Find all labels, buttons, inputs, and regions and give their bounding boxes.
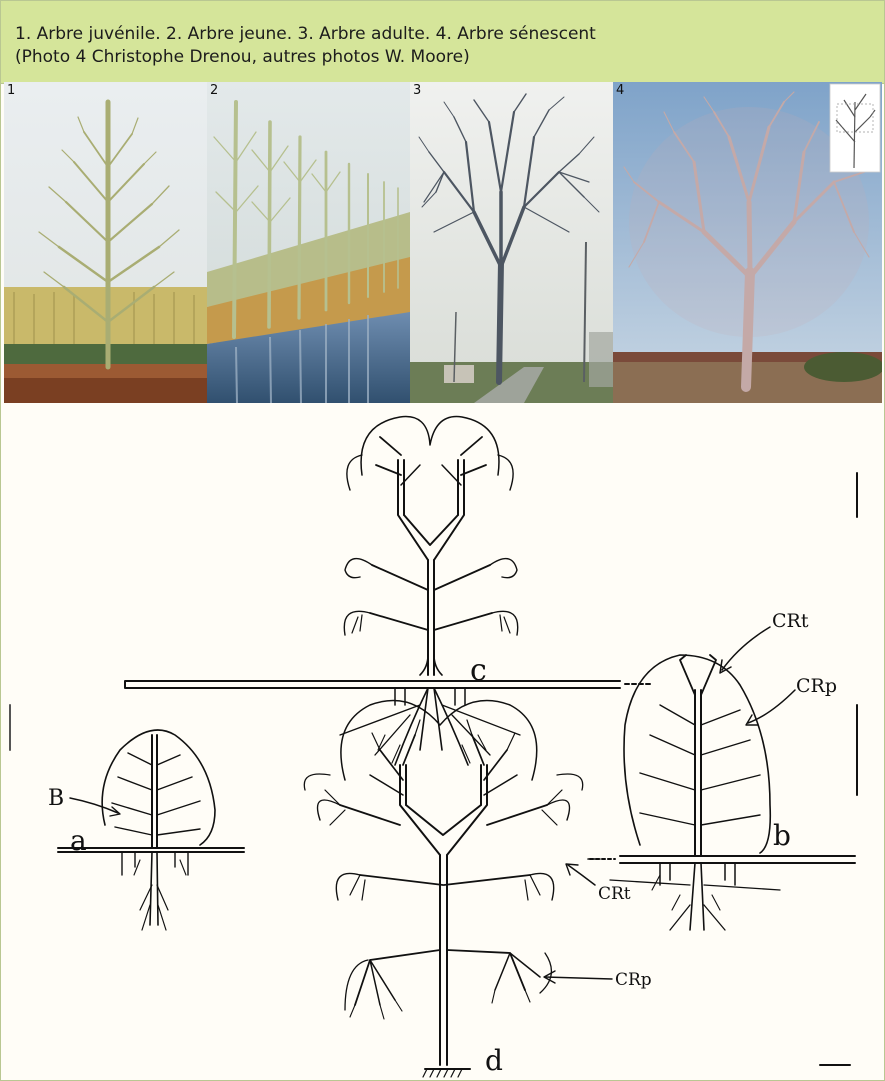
photo-4-number: 4 xyxy=(616,83,624,98)
tree-c-drawing xyxy=(125,417,650,765)
photo-1-juvenile-tree: 1 xyxy=(4,82,207,403)
caption-line-1: 1. Arbre juvénile. 2. Arbre jeune. 3. Ar… xyxy=(15,23,596,46)
photo-1-number: 1 xyxy=(7,83,15,98)
annotation-crt-d: CRt xyxy=(598,884,631,904)
tree-d-label: d xyxy=(485,1044,503,1077)
tree-b-label: b xyxy=(773,819,791,852)
tree-reiteration-diagram: c a b d B CRt CRp CRt CRp xyxy=(0,405,883,1079)
annotation-b: B xyxy=(48,786,64,811)
tree-a-label: a xyxy=(70,824,87,857)
tree-c-label: c xyxy=(470,653,487,688)
photo-2-number: 2 xyxy=(210,83,218,98)
photo-3-number: 3 xyxy=(413,83,421,98)
caption-line-2: (Photo 4 Christophe Drenou, autres photo… xyxy=(15,46,470,69)
tree-d-drawing xyxy=(304,701,582,1078)
figure-caption: 1. Arbre juvénile. 2. Arbre jeune. 3. Ar… xyxy=(1,1,884,84)
photo-3-adult-tree: 3 xyxy=(410,82,613,403)
photo-4-senescent-tree: 4 xyxy=(613,82,882,403)
photo-2-young-trees: 2 xyxy=(207,82,410,403)
annotation-crp-d: CRp xyxy=(615,970,652,990)
annotation-crp-b: CRp xyxy=(796,675,837,697)
annotation-crt-b: CRt xyxy=(772,610,809,632)
photo-strip: 1 2 xyxy=(4,82,882,403)
